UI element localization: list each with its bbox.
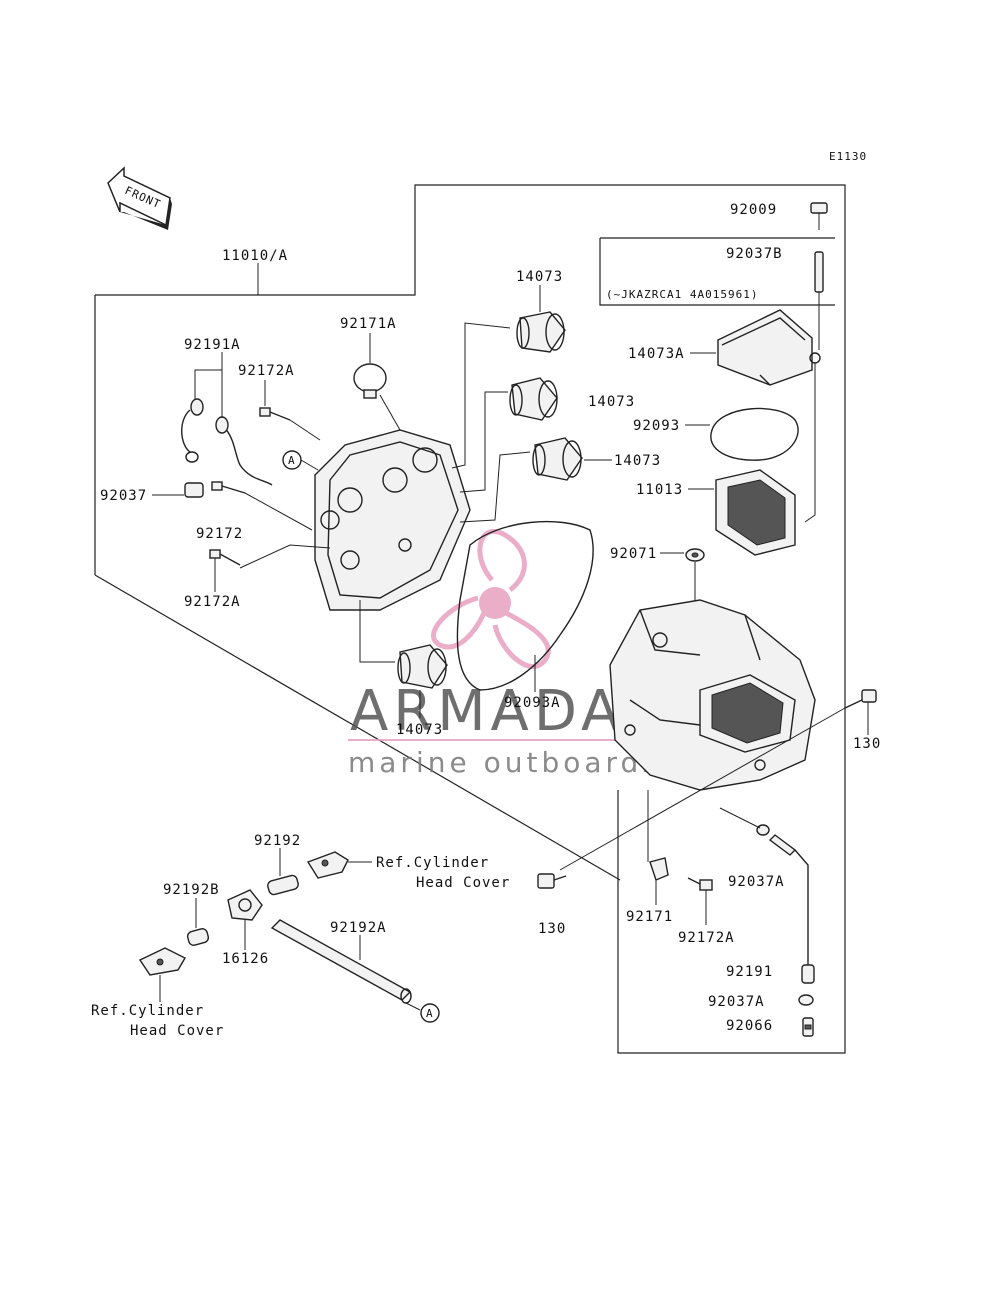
label-92171A: 92171A	[340, 316, 397, 332]
label-130-right: 130	[853, 736, 881, 752]
leader-callout-a-top	[300, 459, 319, 471]
bolt-130-bottom	[537, 873, 567, 889]
label-92191: 92191	[726, 964, 773, 980]
label-ref-left-line2: Head Cover	[130, 1023, 224, 1039]
leader-92037A-dash	[719, 807, 761, 829]
assembly-frame	[95, 184, 846, 1054]
clamp-92171	[649, 857, 669, 881]
label-92192: 92192	[254, 833, 301, 849]
air-filter-11013	[715, 469, 796, 556]
duct-14073-mid	[509, 377, 558, 421]
label-92037B: 92037B	[726, 246, 783, 262]
hose-92192	[267, 874, 299, 896]
watermark-title: ARMADA	[350, 679, 624, 744]
leader-callout-a-bottom	[405, 1002, 421, 1011]
note-range: (~JKAZRCA1 4A015961)	[606, 288, 758, 301]
watermark-subtitle: marine outboards	[348, 746, 661, 779]
gasket-92093A	[456, 520, 594, 691]
label-92171: 92171	[626, 909, 673, 925]
leader-92172A-left	[239, 544, 331, 569]
pin-92037B	[814, 251, 824, 293]
clamp-92037A-bottom	[798, 994, 814, 1006]
label-92093: 92093	[633, 418, 680, 434]
callout-a-bottom: A	[420, 1003, 440, 1023]
label-92037A-b: 92037A	[708, 994, 765, 1010]
duct-14073-bottom	[397, 644, 448, 689]
clamp-92037A-top	[756, 824, 770, 836]
label-14073-bottom: 14073	[396, 722, 443, 738]
bolt-92172A-bottom	[687, 877, 713, 891]
label-92009: 92009	[730, 202, 777, 218]
duct-14073-low	[532, 437, 583, 481]
bolt-92172	[211, 481, 246, 494]
clamp-92037	[184, 451, 204, 498]
valve-16126	[227, 889, 263, 921]
label-ref-left-line1: Ref.Cylinder	[91, 1003, 204, 1019]
assembly-frame-diagonal	[94, 574, 621, 881]
diagram-code: E1130	[829, 150, 867, 163]
leader-14073-low	[459, 451, 531, 523]
bolt-92172A-top	[259, 407, 291, 421]
label-92172A-top: 92172A	[238, 363, 295, 379]
label-92172A-bottom: 92172A	[678, 930, 735, 946]
hose-92191	[768, 834, 815, 984]
label-92192A: 92192A	[330, 920, 387, 936]
label-14073-low: 14073	[614, 453, 661, 469]
leader-14073-top-to-housing	[451, 322, 511, 469]
label-92093A: 92093A	[504, 695, 561, 711]
duct-14073-top	[516, 311, 566, 353]
label-92037: 92037	[100, 488, 147, 504]
label-92071: 92071	[610, 546, 657, 562]
air-cleaner-cover-14073A	[717, 309, 821, 386]
leader-92172	[244, 492, 313, 531]
leader-right-down	[804, 363, 816, 523]
label-92191A: 92191A	[184, 337, 241, 353]
label-14073A: 14073A	[628, 346, 685, 362]
intake-housing	[314, 429, 471, 611]
clamp-92171A	[353, 363, 387, 399]
leader-14073-bottom	[359, 600, 395, 663]
hose-92191A	[181, 398, 273, 486]
label-92066: 92066	[726, 1018, 773, 1034]
callout-a-bottom-text: A	[426, 1007, 434, 1020]
label-14073-top: 14073	[516, 269, 563, 285]
label-ref-right-line1: Ref.Cylinder	[376, 855, 489, 871]
label-ref-right-line2: Head Cover	[416, 875, 510, 891]
leader-130-diagonal	[559, 707, 846, 871]
label-92172A-left: 92172A	[184, 594, 241, 610]
label-92037A-a: 92037A	[728, 874, 785, 890]
label-130-bottom: 130	[538, 921, 566, 937]
air-box-housing	[609, 599, 816, 791]
label-11010A: 11010/A	[222, 248, 288, 264]
bolt-92009	[810, 202, 828, 230]
label-11013: 11013	[636, 482, 683, 498]
label-92172: 92172	[196, 526, 243, 542]
grommet-92071	[685, 548, 705, 562]
cylinder-head-fitting-left	[138, 947, 186, 976]
label-92192B: 92192B	[163, 882, 220, 898]
cylinder-head-fitting-right	[306, 851, 349, 879]
propeller-icon	[431, 529, 551, 669]
leader-92171A-down	[379, 394, 401, 431]
note-box-side	[599, 238, 835, 306]
callout-a-top-text: A	[288, 454, 296, 467]
leader-14073-mid	[459, 391, 508, 493]
callout-a-top: A	[282, 450, 302, 470]
hose-92192B	[186, 928, 210, 946]
leader-92191A	[194, 352, 223, 400]
label-16126: 16126	[222, 951, 269, 967]
label-14073-mid: 14073	[588, 394, 635, 410]
watermark-logo: ARMADA marine outboards	[348, 529, 661, 779]
drain-plug-92066	[802, 1017, 814, 1037]
gasket-92093	[710, 407, 799, 461]
front-arrow-icon: FRONT	[107, 166, 172, 230]
bolt-130-right	[844, 689, 877, 709]
leader-92172A-top-b	[289, 419, 321, 441]
